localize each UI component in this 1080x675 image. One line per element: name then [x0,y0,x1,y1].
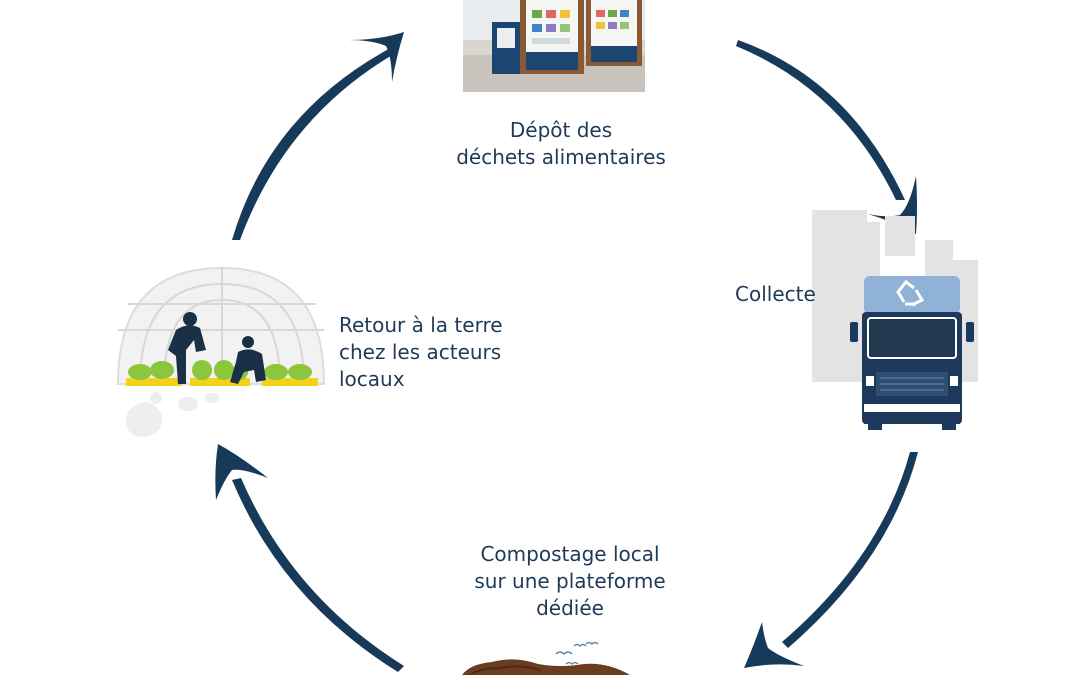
collection-bins-photo [463,0,645,92]
label-compostage: Compostage local sur une plateforme dédi… [440,541,700,622]
label-depot-line2: déchets alimentaires [456,145,666,169]
label-retour: Retour à la terre chez les acteurs locau… [339,312,503,393]
recycle-icon [896,279,925,307]
label-retour-line3: locaux [339,367,405,391]
arrow-head-top-left [348,32,404,82]
label-collecte-line1: Collecte [735,282,816,306]
arrow-compost-to-retour [232,478,404,672]
label-compostage-line1: Compostage local [480,542,660,566]
label-compostage-line3: dédiée [536,596,604,620]
compost-pile-icon [462,659,630,675]
arrow-depot-to-collecte [736,40,905,200]
arrow-retour-to-depot [232,44,398,240]
birds-icon [555,641,599,666]
label-collecte: Collecte [735,281,816,308]
greenhouse-icon [116,266,326,386]
label-retour-line2: chez les acteurs [339,340,502,364]
chickens-icon [126,392,219,437]
arrow-head-left-bottom [215,444,268,500]
label-compostage-line2: sur une plateforme [474,569,666,593]
label-depot: Dépôt des déchets alimentaires [430,117,692,171]
label-retour-line1: Retour à la terre [339,313,503,337]
arrow-head-bottom-right [744,622,804,668]
arrow-collecte-to-compost [782,452,918,648]
garbage-truck-icon [812,210,978,430]
label-depot-line1: Dépôt des [509,118,613,142]
